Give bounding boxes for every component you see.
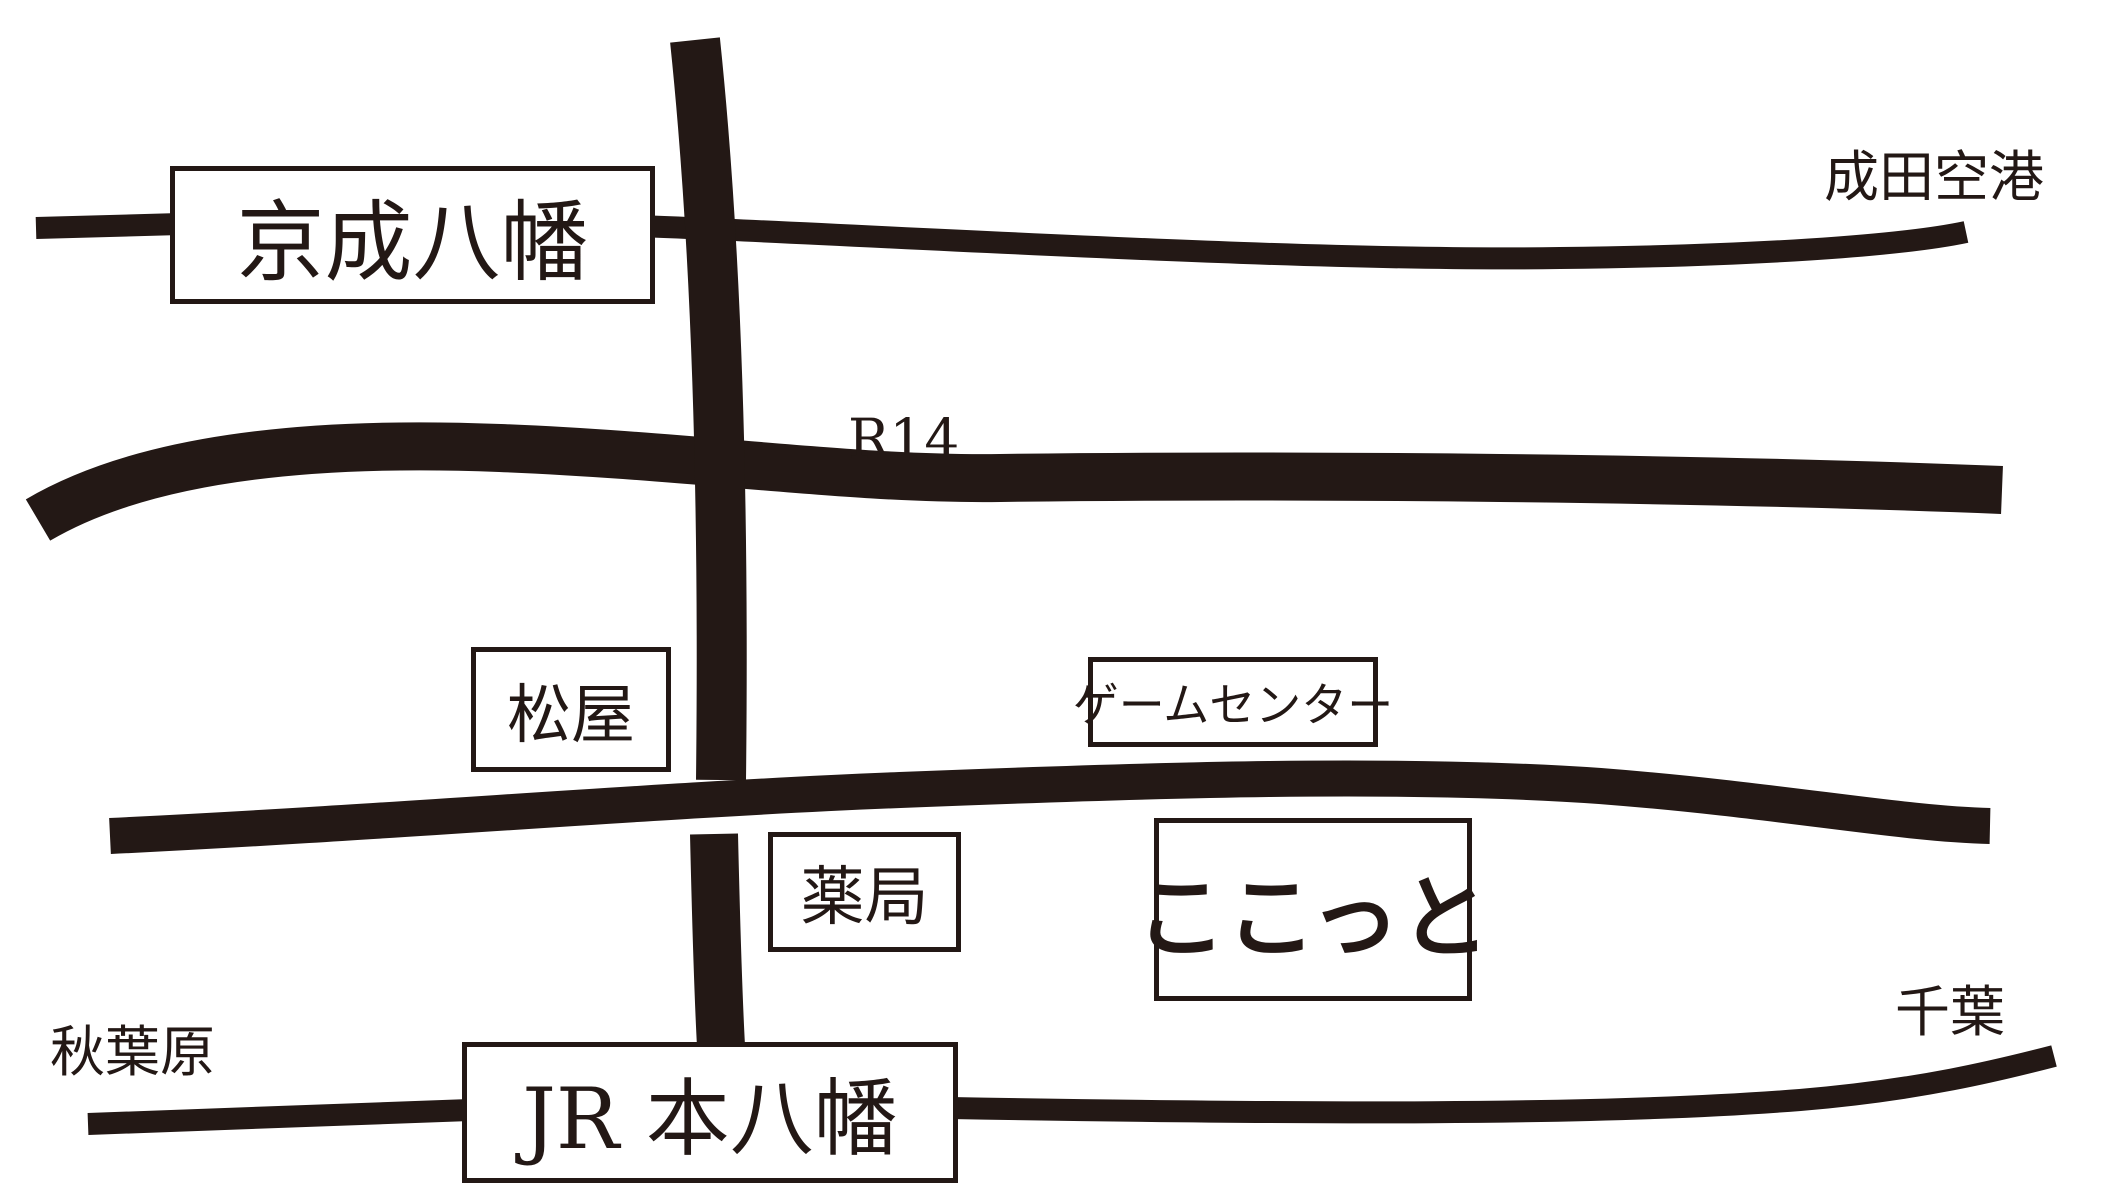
jr-motoyawata-station-label: JR 本八幡 — [462, 1042, 958, 1183]
matsuya-restaurant-label: 松屋 — [471, 647, 671, 772]
kokotto-destination-text: ここっと — [1136, 865, 1490, 971]
game-center-text: ゲームセンター — [1072, 678, 1394, 732]
keisei-railway-line — [35, 213, 1969, 270]
chiba-direction-label: 千葉 — [1895, 980, 2006, 1044]
north-south-road-south — [690, 833, 745, 1048]
game-center-label: ゲームセンター — [1073, 657, 1393, 747]
route-14-label: R14 — [848, 407, 960, 471]
narita-airport-direction-label: 成田空港 — [1824, 145, 2045, 209]
middle-road — [109, 760, 1991, 854]
pharmacy-text: 薬局 — [800, 861, 929, 935]
akihabara-direction-label: 秋葉原 — [50, 1020, 216, 1084]
matsuya-restaurant-text: 松屋 — [507, 678, 635, 753]
pharmacy-label: 薬局 — [768, 832, 961, 952]
north-south-road — [670, 37, 747, 781]
keisei-yawata-station-label: 京成八幡 — [170, 166, 655, 304]
route-14-road — [25, 422, 2003, 541]
keisei-yawata-station-text: 京成八幡 — [236, 190, 589, 294]
jr-railway-line — [87, 1045, 2057, 1135]
kokotto-destination-label: ここっと — [1136, 818, 1490, 1001]
jr-motoyawata-station-text: JR 本八幡 — [522, 1070, 898, 1168]
